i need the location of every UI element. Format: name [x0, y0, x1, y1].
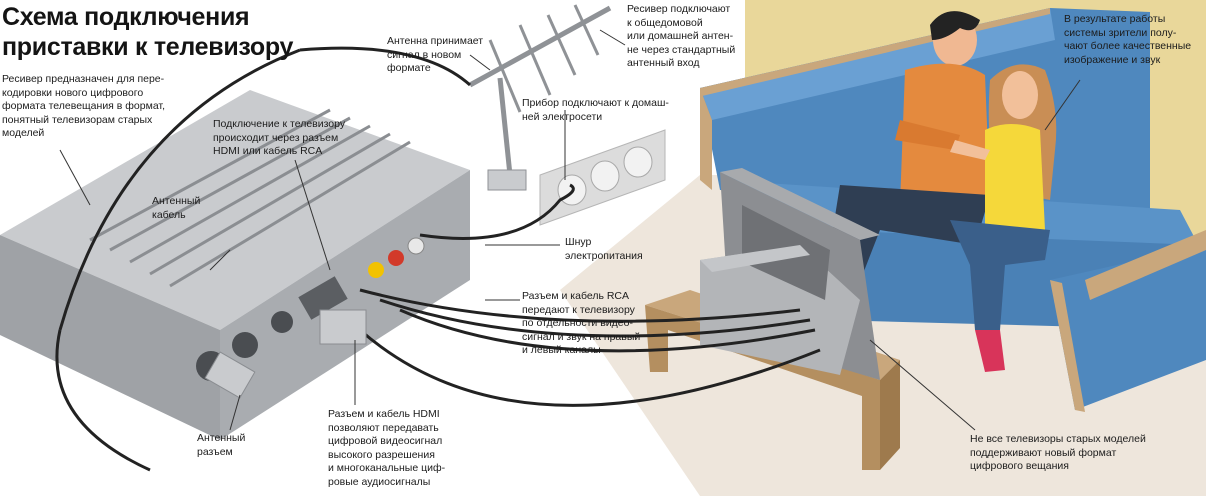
caption-power-outlet: Прибор подключают к домаш- ней электросе…: [522, 97, 669, 123]
caption-antenna-jack: Антенный разъем: [197, 432, 246, 458]
receiver-box: [0, 90, 470, 440]
rca-yellow-plug: [368, 262, 384, 278]
antenna-plug: [204, 351, 256, 399]
caption-receiver-antenna-input: Ресивер подключают к общедомовой или дом…: [627, 3, 736, 69]
caption-tv-connection: Подключение к телевизору происходит чере…: [213, 118, 346, 157]
woman-figure: [950, 64, 1057, 372]
caption-hdmi-cable: Разъем и кабель HDMI позволяют передават…: [328, 408, 446, 488]
caption-antenna-signal: Антенна принимает сигнал в новом формате: [387, 35, 484, 74]
antenna: [468, 4, 612, 191]
leader-lines: [59, 29, 1081, 431]
cables: [55, 46, 821, 472]
caption-rca-cable: Разъем и кабель RCA передают к телевизор…: [522, 290, 641, 356]
caption-viewers-result: В результате работы системы зрители полу…: [1064, 13, 1192, 66]
old-tv: [700, 168, 880, 380]
rca-white-plug: [407, 237, 425, 255]
diagram-title: Схема подключения приставки к телевизору: [2, 2, 293, 62]
title-line-1: Схема подключения: [2, 3, 250, 31]
hdmi-plug: [319, 309, 367, 345]
caption-receiver-intro: Ресивер предназначен для пере- кодировки…: [2, 73, 165, 139]
caption-power-cord: Шнур электропитания: [565, 236, 643, 262]
title-line-2: приставки к телевизору: [2, 33, 294, 61]
rca-red-plug: [388, 250, 404, 266]
caption-antenna-cable: Антенный кабель: [152, 195, 201, 221]
caption-old-tv-note: Не все телевизоры старых моделей поддерж…: [970, 433, 1146, 472]
wall-outlet: [539, 129, 666, 226]
